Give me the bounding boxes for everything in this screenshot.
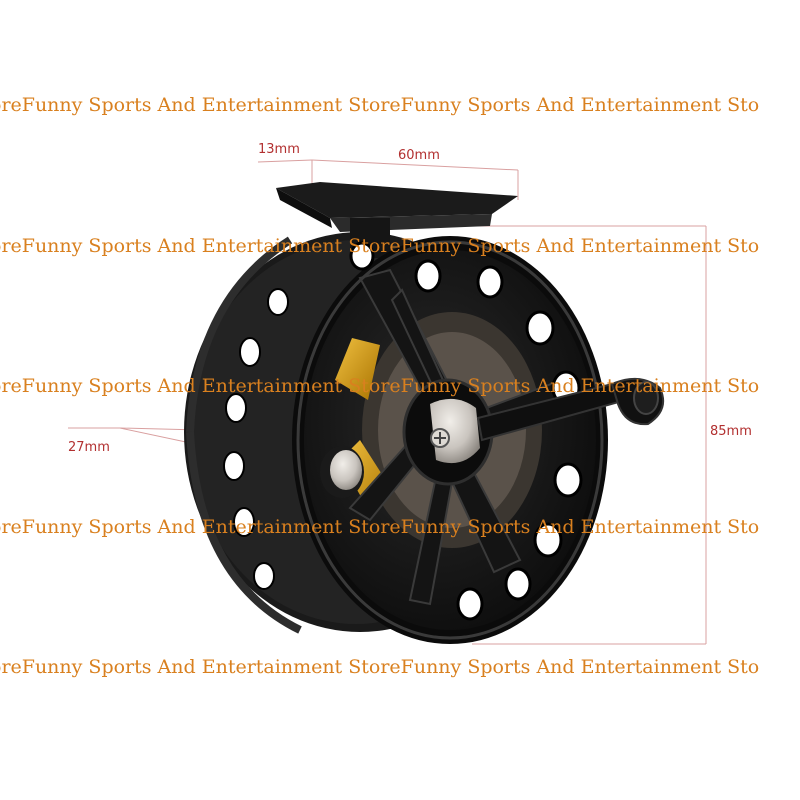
foot-length-line (311, 159, 519, 171)
diameter-label: 85mm (710, 424, 752, 439)
watermark-row-4: oreFunny Sports And Entertainment StoreF… (0, 516, 760, 538)
reel-foot (276, 182, 518, 258)
foot-length-label: 60mm (398, 148, 440, 163)
foot-width-label: 13mm (258, 142, 300, 157)
watermark-row-2: oreFunny Sports And Entertainment StoreF… (0, 235, 760, 257)
drag-knob (320, 446, 364, 498)
spool-width-label: 27mm (68, 440, 110, 455)
watermark-row-5: oreFunny Sports And Entertainment StoreF… (0, 656, 760, 678)
reel-handle (476, 377, 664, 442)
rim-highlight (296, 240, 604, 640)
center-hub (402, 378, 494, 486)
watermark-row-3: oreFunny Sports And Entertainment StoreF… (0, 375, 760, 397)
watermark-row-1: oreFunny Sports And Entertainment StoreF… (0, 94, 760, 116)
foot-width-line (257, 159, 313, 163)
back-rim-edge (186, 236, 293, 433)
